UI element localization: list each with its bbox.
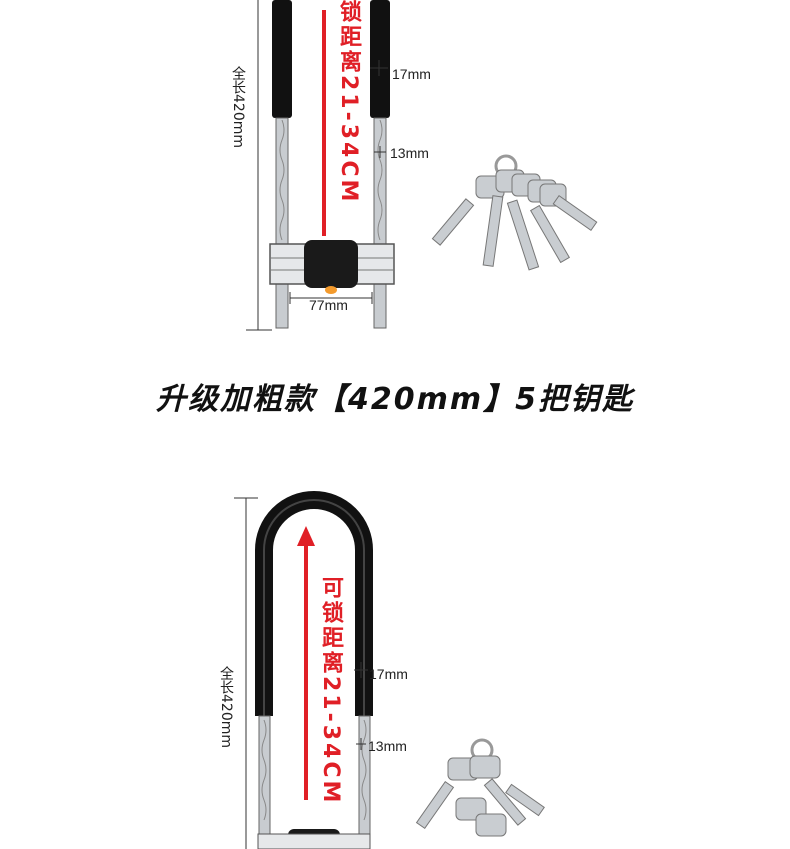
- keys-icon: [415, 738, 545, 837]
- top-lock-drawing: [246, 0, 598, 331]
- bottom-shackle-thickness: 17mm: [369, 666, 408, 682]
- bottom-rod-thickness: 13mm: [368, 738, 407, 754]
- top-rod-thickness: 13mm: [390, 145, 429, 161]
- top-shackle-thickness: 17mm: [392, 66, 431, 82]
- bottom-lock-drawing: [234, 491, 545, 849]
- top-inner-width: 77mm: [309, 297, 348, 313]
- top-product-illustration: 全长420mm 锁距离21-34CM 17mm 13mm 77mm: [0, 0, 790, 340]
- top-overall-length-label: 全长420mm: [230, 66, 246, 148]
- bottom-product-illustration: 全长420mm 可锁距离21-34CM 17mm 13mm: [0, 480, 790, 849]
- bottom-overall-length-label: 全长420mm: [218, 666, 234, 748]
- keys-icon: [431, 154, 598, 271]
- bottom-lock-distance-label: 可锁距离21-34CM: [318, 576, 343, 806]
- top-lock-distance-label: 锁距离21-34CM: [336, 0, 361, 205]
- page-headline: 升级加粗款【420mm】5把钥匙: [155, 382, 634, 417]
